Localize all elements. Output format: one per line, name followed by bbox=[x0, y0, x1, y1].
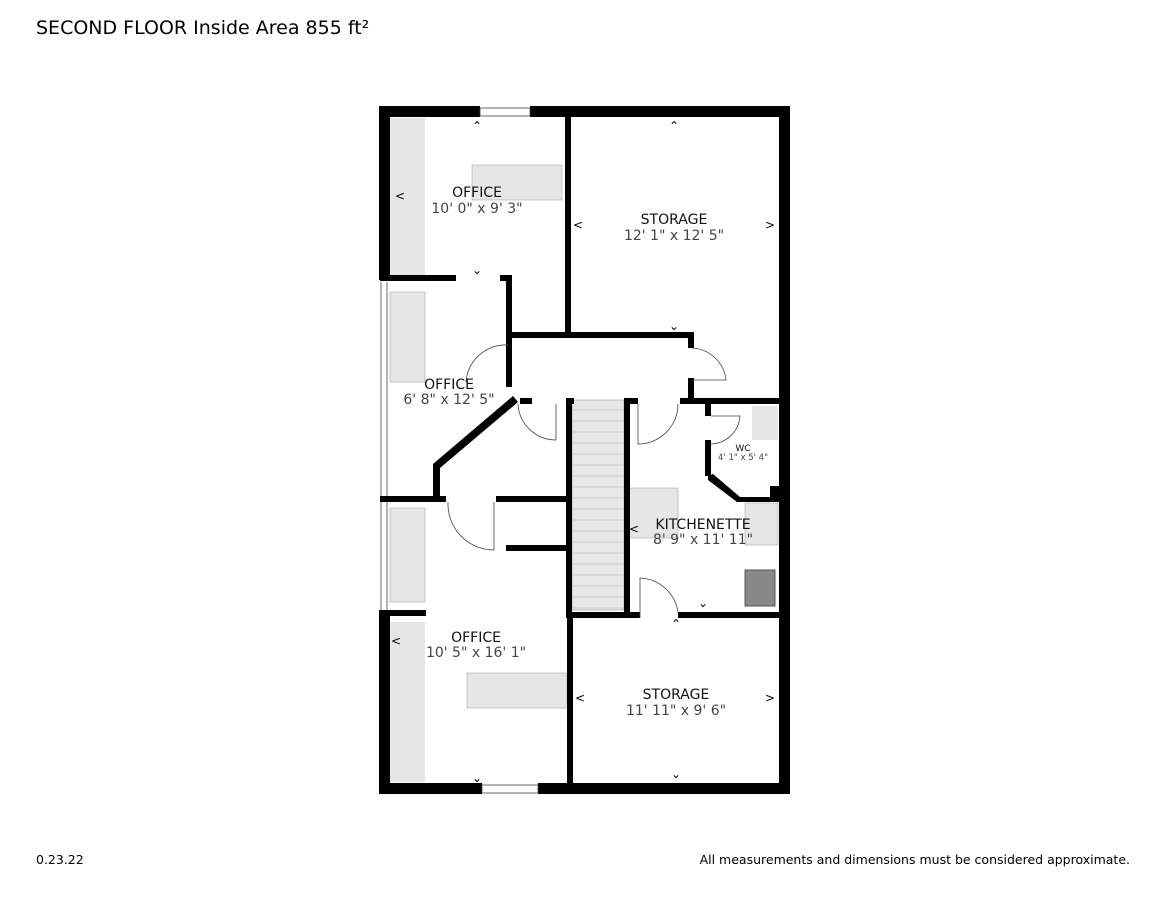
room-dims: 4' 1" x 5' 4" bbox=[718, 453, 768, 463]
svg-text:⌃: ⌃ bbox=[472, 119, 482, 133]
room-labels: OFFICE 10' 0" x 9' 3" STORAGE 12' 1" x 1… bbox=[403, 185, 768, 719]
walls bbox=[379, 106, 790, 794]
room-dims: 6' 8" x 12' 5" bbox=[403, 392, 494, 408]
room-name: STORAGE bbox=[641, 212, 708, 228]
svg-text:<: < bbox=[391, 634, 401, 648]
room-name: STORAGE bbox=[643, 687, 710, 703]
disclaimer: All measurements and dimensions must be … bbox=[699, 852, 1130, 867]
room-name: KITCHENETTE bbox=[655, 517, 750, 533]
svg-text:⌄: ⌄ bbox=[472, 771, 482, 785]
svg-text:<: < bbox=[395, 189, 405, 203]
room-name: OFFICE bbox=[451, 630, 501, 646]
svg-text:>: > bbox=[765, 218, 775, 232]
svg-text:<: < bbox=[629, 522, 639, 536]
stairs bbox=[571, 399, 625, 611]
room-dims: 11' 11" x 9' 6" bbox=[626, 703, 726, 719]
dimension-arrows: ⌃ ⌄ < ⌃ ⌄ < > ⌃ ⌄ < > ⌄ < ⌄ < bbox=[391, 119, 775, 785]
room-dims: 12' 1" x 12' 5" bbox=[624, 228, 724, 244]
page-title: SECOND FLOOR Inside Area 855 ft² bbox=[36, 17, 370, 39]
svg-text:<: < bbox=[575, 691, 585, 705]
svg-text:⌄: ⌄ bbox=[671, 767, 681, 781]
svg-text:⌄: ⌄ bbox=[472, 263, 482, 277]
room-name: OFFICE bbox=[424, 377, 474, 393]
fixtures bbox=[389, 118, 779, 782]
svg-text:⌄: ⌄ bbox=[669, 319, 679, 333]
svg-text:⌄: ⌄ bbox=[698, 596, 708, 610]
room-name: OFFICE bbox=[452, 185, 502, 201]
room-name: WC bbox=[735, 444, 750, 454]
room-dims: 8' 9" x 11' 11" bbox=[653, 532, 753, 548]
date-label: 0.23.22 bbox=[36, 852, 84, 867]
svg-text:<: < bbox=[573, 218, 583, 232]
windows-and-doors bbox=[380, 107, 741, 794]
room-dims: 10' 5" x 16' 1" bbox=[426, 645, 526, 661]
svg-text:⌃: ⌃ bbox=[669, 119, 679, 133]
room-dims: 10' 0" x 9' 3" bbox=[431, 201, 522, 217]
svg-text:>: > bbox=[765, 691, 775, 705]
svg-text:⌃: ⌃ bbox=[671, 617, 681, 631]
